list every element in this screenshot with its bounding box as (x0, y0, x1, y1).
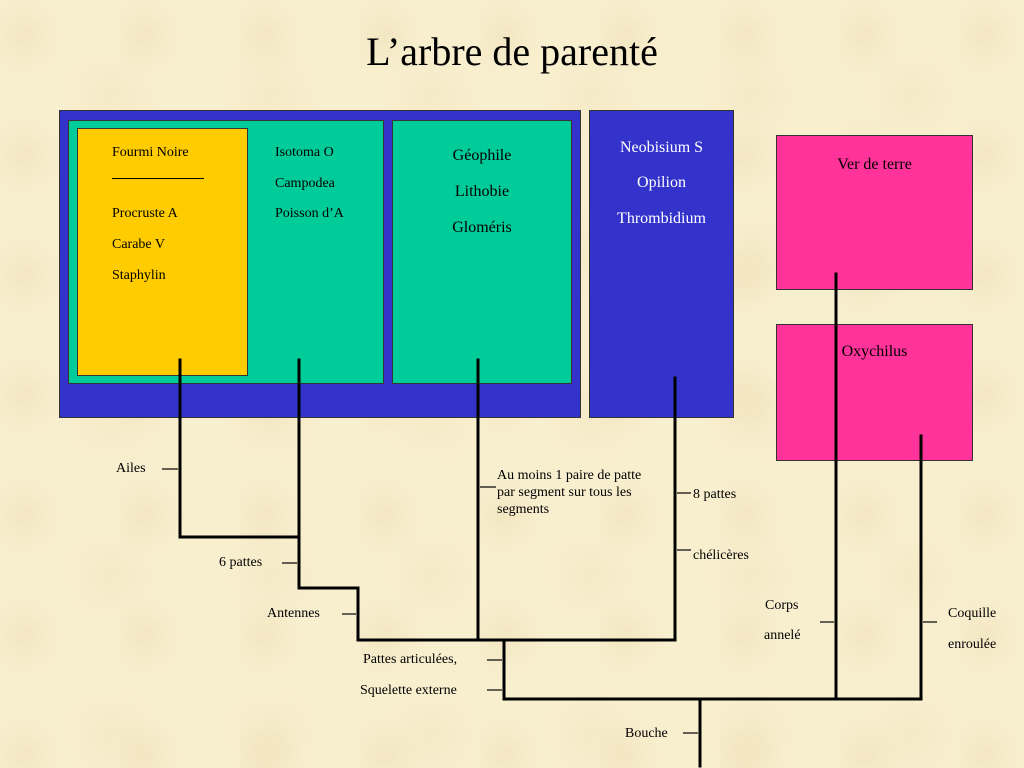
taxon-geophile: Géophile (452, 147, 512, 164)
label-chelicere: chélicères (693, 548, 749, 563)
taxon-thrombidium: Thrombidium (617, 210, 706, 227)
worm-group (776, 135, 973, 290)
taxon-isotoma: Isotoma O (275, 145, 334, 160)
taxon-oxychilus: Oxychilus (841, 343, 908, 360)
header-divider (112, 178, 204, 179)
label-enroulee: enroulée (948, 637, 997, 652)
taxon-neobisium: Neobisium S (619, 139, 704, 156)
taxon-glomeris: Gloméris (452, 219, 512, 236)
taxon-campodea: Campodea (275, 176, 335, 191)
arachnid-group (589, 110, 734, 418)
label-huit-pattes: 8 pattes (693, 487, 737, 502)
label-ailes: Ailes (116, 461, 146, 476)
taxon-staphylin: Staphylin (112, 268, 166, 283)
taxon-procruste: Procruste A (112, 206, 178, 221)
page-title: L’arbre de parenté (366, 29, 658, 74)
branch-six-pattes (297, 358, 360, 590)
snail-group (776, 324, 973, 461)
label-bouche: Bouche (625, 726, 668, 741)
myriapod-group (392, 120, 572, 384)
label-antennes: Antennes (267, 606, 320, 621)
label-coquille: Coquille (948, 606, 997, 621)
label-paire-patte: Au moins 1 paire de patte par segment su… (497, 468, 642, 517)
label-six-pattes: 6 pattes (219, 555, 263, 570)
label-annele: annelé (764, 628, 801, 643)
label-pattes-articulees: Pattes articulées, (363, 652, 458, 667)
taxon-carabe: Carabe V (112, 237, 165, 252)
branch-ailes (178, 358, 301, 539)
insects-winged-group (77, 128, 248, 376)
taxon-poisson: Poisson d’A (275, 206, 344, 221)
branch-antennes (356, 586, 677, 642)
taxon-opilion: Opilion (637, 174, 686, 191)
taxon-fourmi-noire: Fourmi Noire (112, 145, 189, 160)
taxon-lithobie: Lithobie (454, 183, 510, 200)
label-corps: Corps (765, 598, 799, 613)
label-squelette: Squelette externe (360, 683, 457, 698)
taxon-ver-de-terre: Ver de terre (837, 156, 912, 173)
